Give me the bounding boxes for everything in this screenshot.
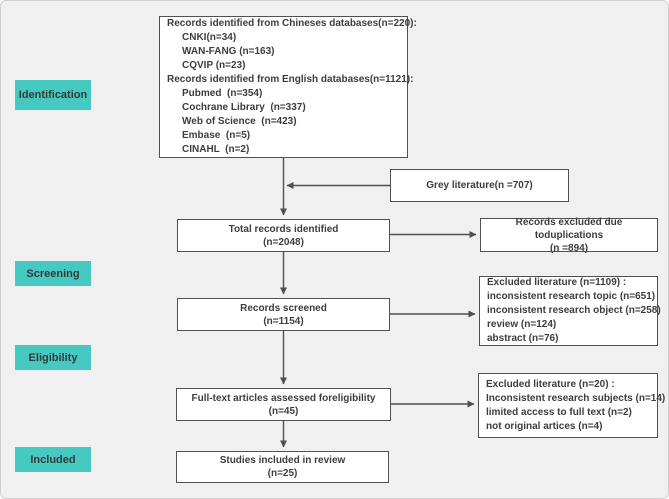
grey-literature-text: Grey literature(n =707) [426,180,533,191]
excluded-eligibility-line: not original artices (n=4) [486,420,603,432]
screened-text: Records screened [240,302,327,314]
box-excluded-literature-eligibility: Excluded literature (n=20) : Inconsisten… [478,373,665,438]
included-text: Studies included in review [219,455,346,466]
box-grey-literature: Grey literature(n =707) [390,169,569,202]
excluded-screening-line: abstract (n=76) [487,333,559,344]
screened-count: (n=1154) [263,315,304,327]
stage-label-screening: Screening [15,261,91,286]
duplications-text: Records excluded due toduplications [515,216,623,241]
excluded-eligibility-line: Inconsistent research subjects (n=14) [486,392,666,404]
stage-label-identification: Identification [15,80,91,110]
box-records-screened: Records screened (n=1154) [177,298,390,331]
source-line: Pubmed (n=354) [182,88,263,99]
excluded-screening-line: inconsistent research object (n=258) [487,305,661,316]
box-total-records-identified: Total records identified (n=2048) [177,219,390,252]
fulltext-text: Full-text articles assessed foreligibili… [191,392,376,404]
source-line: CNKI(n=34) [182,32,237,43]
stage-label-eligibility: Eligibility [15,345,91,370]
box-excluded-literature-screening: Excluded literature (n=1109) : inconsist… [479,276,661,346]
excluded-eligibility-line: limited access to full text (n=2) [486,406,632,418]
source-line: Records identified from English database… [167,74,414,85]
excluded-screening-line: Excluded literature (n=1109) : [487,277,627,288]
excluded-screening-line: review (n=124) [487,319,557,330]
box-records-excluded-duplications: Records excluded due toduplications (n =… [480,216,658,254]
source-line: WAN-FANG (n=163) [182,46,275,57]
source-line: CQVIP (n=23) [182,60,246,71]
excluded-screening-line: inconsistent research topic (n=651) [487,291,656,302]
source-line: Embase (n=5) [182,130,251,141]
excluded-eligibility-line: Excluded literature (n=20) : [486,378,615,390]
included-count: (n=25) [267,468,298,479]
box-database-records-identified: Records identified from Chineses databas… [159,16,417,158]
source-line: Cochrane Library (n=337) [182,102,306,113]
total-records-count: (n=2048) [263,236,304,248]
source-line: Web of Science (n=423) [182,116,297,127]
fulltext-count: (n=45) [268,405,299,417]
box-studies-included-review: Studies included in review (n=25) [176,451,389,483]
box-fulltext-assessed-eligibility: Full-text articles assessed foreligibili… [176,388,391,421]
total-records-text: Total records identified [228,223,339,235]
duplications-count: (n =894) [549,242,589,254]
source-line: Records identified from Chineses databas… [167,18,417,29]
source-line: CINAHL (n=2) [182,144,250,155]
stage-label-included: Included [15,447,91,472]
